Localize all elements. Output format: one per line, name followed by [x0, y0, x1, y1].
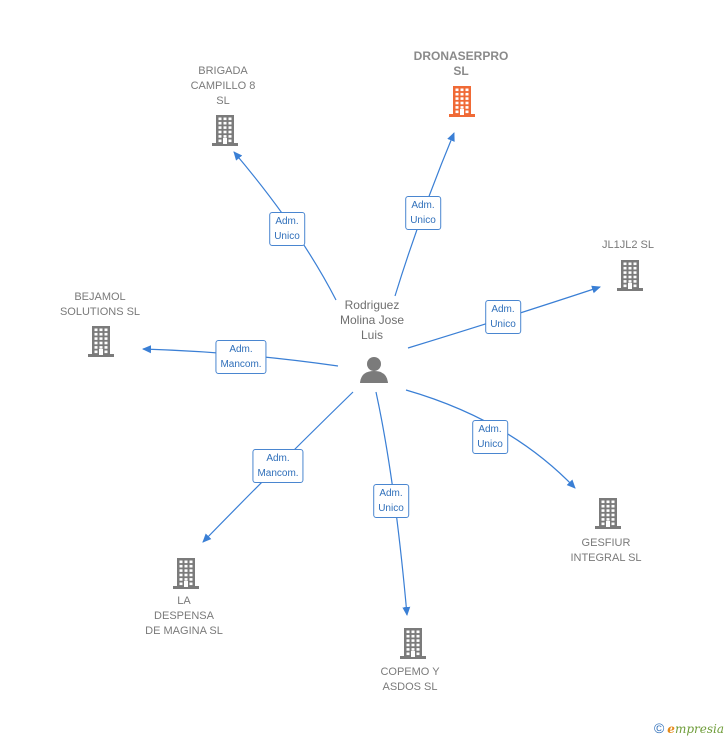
- company-label-despensa: LA DESPENSA DE MAGINA SL: [145, 595, 223, 637]
- brand-name: empresia: [667, 722, 724, 736]
- company-label-brigada: BRIGADA CAMPILLO 8 SL: [190, 65, 256, 107]
- copyright-symbol: ©: [653, 720, 665, 736]
- building-icon: [400, 628, 426, 659]
- building-icon: [595, 498, 621, 529]
- building-icon: [449, 86, 475, 117]
- building-icon: [173, 558, 199, 589]
- company-label-jl1jl2: JL1JL2 SL: [602, 239, 654, 251]
- company-label-bejamol: BEJAMOL SOLUTIONS SL: [59, 291, 141, 318]
- person-name: Rodriguez Molina Jose Luis: [339, 298, 405, 342]
- edge-label-dronaserpro: Adm. Unico: [405, 196, 441, 230]
- edge-label-bejamol: Adm. Mancom.: [215, 340, 267, 374]
- building-icon: [88, 326, 114, 357]
- edge-label-jl1jl2: Adm. Unico: [485, 300, 521, 334]
- edge-label-gesfiur: Adm. Unico: [472, 420, 508, 454]
- company-label-dronaserpro: DRONASERPRO SL: [413, 49, 509, 78]
- edge-label-despensa: Adm. Mancom.: [252, 449, 304, 483]
- building-icon: [617, 260, 643, 291]
- edge-label-copemo: Adm. Unico: [373, 484, 409, 518]
- company-label-copemo: COPEMO Y ASDOS SL: [380, 666, 440, 693]
- footer-brand: ©empresia: [654, 720, 724, 736]
- building-icon: [212, 115, 238, 146]
- edge-label-brigada: Adm. Unico: [269, 212, 305, 246]
- person-icon: [360, 357, 388, 383]
- company-label-gesfiur: GESFIUR INTEGRAL SL: [570, 537, 642, 564]
